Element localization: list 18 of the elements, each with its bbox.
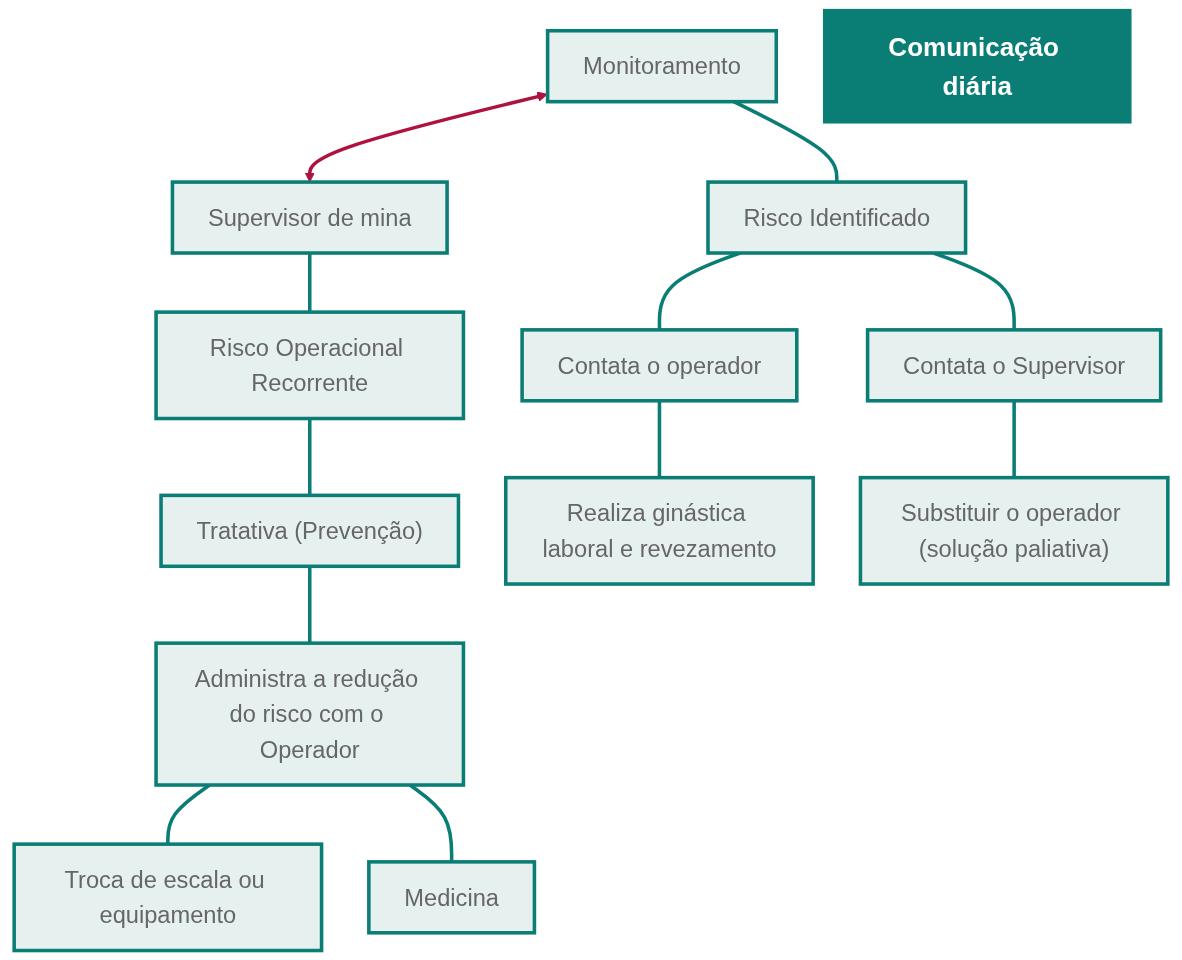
node-box: Medicina [367, 860, 537, 935]
node-box: Risco Operacional Recorrente [154, 310, 466, 421]
connector [308, 418, 312, 496]
connector [308, 566, 312, 644]
node-box: Contata o operador [520, 328, 799, 403]
node-box: Substituir o operador (solução paliativa) [858, 475, 1170, 586]
node-box: Realiza ginástica laboral e revezamento [503, 475, 815, 586]
connector [1012, 400, 1016, 478]
node-box: Supervisor de mina [170, 180, 449, 255]
node-box: Monitoramento [545, 28, 779, 104]
node-box: Administra a redução do risco com o Operador [154, 641, 466, 787]
node-box: Troca de escala ou equipamento [12, 842, 324, 953]
node-box: Tratativa (Prevenção) [159, 493, 461, 569]
connector [657, 400, 662, 478]
node-box: Comunicação diária [822, 8, 1132, 124]
node-box: Risco Identificado [706, 180, 968, 255]
node-box: Contata o Supervisor [865, 328, 1163, 403]
connector [308, 253, 312, 313]
